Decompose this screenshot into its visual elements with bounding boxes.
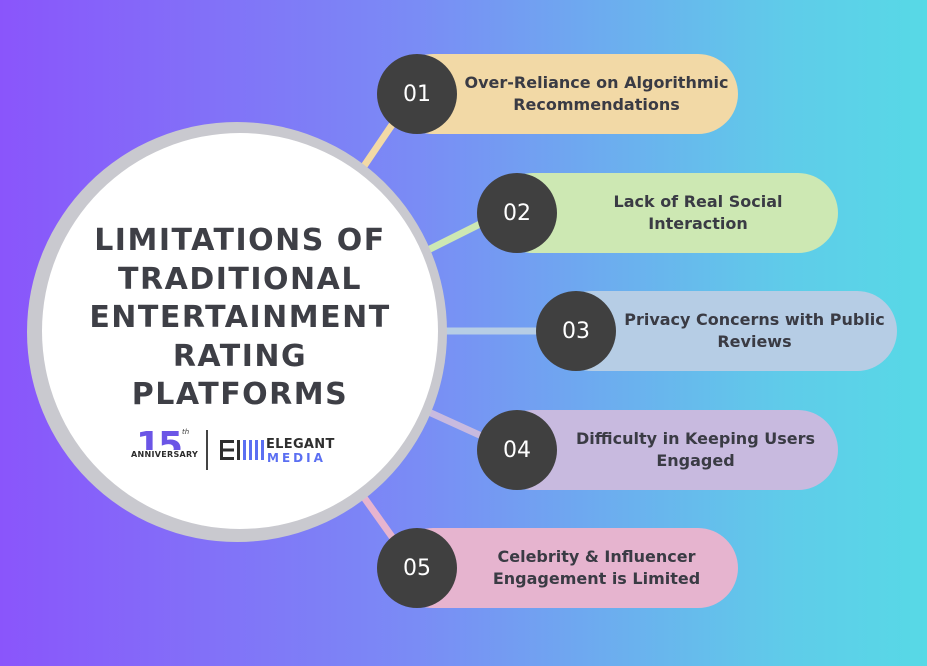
hub-circle: [42, 133, 438, 529]
elegant-media-icon: [220, 440, 264, 460]
item-number-01: 01: [403, 81, 431, 107]
item-number-badge-04: 04: [477, 410, 557, 490]
logo-divider: [206, 430, 208, 470]
brand-name-top: ELEGANT: [266, 437, 335, 452]
item-number-05: 05: [403, 555, 431, 581]
item-number-02: 02: [503, 200, 531, 226]
item-label-03: Privacy Concerns with Public Reviews: [624, 310, 885, 351]
connector-line-04: [416, 404, 490, 442]
logo-group: 15 th ANNIVERSARY ELEGANT MEDIA: [130, 425, 340, 472]
item-number-04: 04: [503, 437, 531, 463]
item-label-04: Difficulty in Keeping Users Engaged: [575, 429, 815, 470]
item-number-03: 03: [562, 318, 590, 344]
connector-line-02: [420, 216, 492, 256]
item-label-02: Lack of Real Social Interaction: [613, 192, 783, 233]
item-pill-04: Difficulty in Keeping Users Engaged: [493, 410, 838, 490]
page-title: LIMITATIONS OF TRADITIONAL ENTERTAINMENT…: [89, 223, 391, 412]
item-label-01: Over-Reliance on Algorithmic Recommendat…: [464, 73, 729, 114]
anniversary-number: 15: [136, 425, 183, 466]
brand-name-bottom: MEDIA: [267, 451, 326, 465]
item-number-badge-05: 05: [377, 528, 457, 608]
anniversary-word: ANNIVERSARY: [130, 450, 200, 459]
item-number-badge-03: 03: [536, 291, 616, 371]
item-number-badge-02: 02: [477, 173, 557, 253]
item-label-05: Celebrity & Influencer Engagement is Lim…: [492, 547, 701, 588]
anniversary-suffix: th: [182, 428, 190, 436]
item-number-badge-01: 01: [377, 54, 457, 134]
